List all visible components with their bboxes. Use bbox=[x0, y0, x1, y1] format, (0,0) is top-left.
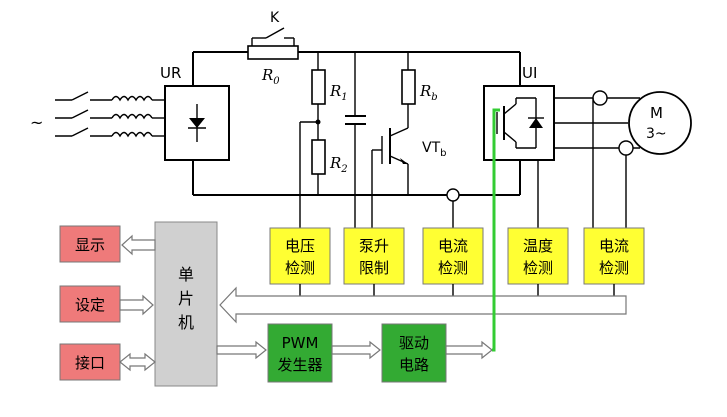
inverter-ui: UI bbox=[483, 64, 555, 161]
rectifier-box bbox=[164, 85, 230, 161]
temperature-detect-line1: 温度 bbox=[523, 237, 553, 255]
sensor-boxes: 电压 检测 泵升 限制 电流 检测 温度 检测 电流 检测 bbox=[269, 227, 645, 285]
ur-label: UR bbox=[160, 64, 181, 82]
rb-label: Rb bbox=[419, 82, 438, 103]
display-box bbox=[59, 225, 121, 263]
dc-bus bbox=[192, 51, 521, 196]
motor-label: M bbox=[650, 104, 663, 122]
current-detect-2-line2: 检测 bbox=[599, 259, 629, 277]
pwm-to-driver-arrow bbox=[331, 340, 381, 360]
r2-label: R2 bbox=[329, 154, 348, 175]
display-label: 显示 bbox=[75, 236, 105, 254]
driver-output-arrow bbox=[445, 340, 493, 360]
r1-label: R1 bbox=[329, 82, 348, 103]
ui-label: UI bbox=[522, 64, 537, 82]
r1-resistor bbox=[311, 69, 326, 105]
current-detect-1-line2: 检测 bbox=[438, 259, 468, 277]
ac-input: ~ bbox=[30, 91, 165, 138]
current-detect-box-2 bbox=[583, 227, 645, 285]
rectifier-ur: UR bbox=[160, 64, 230, 161]
driver-line2: 电路 bbox=[399, 356, 429, 374]
pwm-line1: PWM bbox=[282, 334, 319, 352]
phase-current-sensor-2 bbox=[618, 140, 634, 156]
diode-icon bbox=[188, 104, 206, 142]
feedback-bus bbox=[219, 284, 627, 324]
pwm-box bbox=[267, 323, 333, 383]
temperature-detect-line2: 检测 bbox=[523, 259, 553, 277]
voltage-detect-line1: 电压 bbox=[285, 237, 315, 255]
interface-arrow bbox=[119, 352, 156, 372]
mcu-line2: 片 bbox=[178, 289, 194, 308]
r0-label: R0 bbox=[261, 66, 280, 87]
mcu: 单 片 机 bbox=[154, 221, 218, 387]
gate-drive-line bbox=[492, 108, 500, 352]
voltage-detect-box bbox=[269, 227, 331, 285]
voltage-detect-line2: 检测 bbox=[285, 259, 315, 277]
motor-phase-label: 3~ bbox=[646, 126, 667, 142]
temperature-detect-box bbox=[507, 227, 569, 285]
driver-circuit: 驱动 电路 bbox=[381, 323, 447, 383]
pump-limit-line2: 限制 bbox=[359, 259, 389, 277]
feedback-bus-arrow bbox=[219, 286, 627, 324]
mcu-box bbox=[154, 221, 218, 387]
mcu-line1: 单 bbox=[178, 265, 194, 284]
current-detect-2-line1: 电流 bbox=[599, 237, 629, 255]
display-arrow bbox=[121, 234, 156, 256]
vtb-label: VTb bbox=[422, 140, 447, 159]
motor-icon bbox=[628, 91, 692, 155]
pwm-line2: 发生器 bbox=[277, 356, 322, 374]
igbt-icon bbox=[496, 97, 544, 149]
pump-limit-box bbox=[343, 227, 405, 285]
ac-source-label: ~ bbox=[30, 113, 43, 132]
mcu-line3: 机 bbox=[178, 313, 194, 332]
current-detect-box-1 bbox=[422, 227, 484, 285]
braking-circuit: Rb VTb bbox=[371, 52, 447, 228]
dc-current-sensor bbox=[446, 188, 460, 228]
r0-resistor: K R0 bbox=[247, 10, 299, 87]
phase-lines bbox=[55, 91, 165, 138]
r2-resistor bbox=[311, 139, 326, 175]
phase-current-sensor-1 bbox=[592, 90, 608, 106]
current-detect-1-line1: 电流 bbox=[438, 237, 468, 255]
switch-k-label: K bbox=[270, 10, 280, 26]
io-boxes: 显示 设定 接口 bbox=[59, 225, 156, 381]
driver-box bbox=[381, 323, 447, 383]
pwm-generator: PWM 发生器 bbox=[267, 323, 333, 383]
pump-limit-line1: 泵升 bbox=[359, 237, 389, 255]
voltage-divider: R1 R2 bbox=[299, 52, 348, 228]
setting-arrow bbox=[119, 294, 154, 316]
motor-output: M 3~ bbox=[537, 90, 692, 228]
setting-box bbox=[59, 285, 121, 323]
capacitor-icon bbox=[345, 52, 366, 228]
rb-resistor bbox=[401, 69, 416, 105]
interface-box bbox=[59, 343, 121, 381]
setting-label: 设定 bbox=[75, 296, 105, 314]
driver-line1: 驱动 bbox=[399, 334, 429, 352]
interface-label: 接口 bbox=[75, 354, 105, 372]
mcu-to-pwm-arrow bbox=[216, 340, 267, 360]
